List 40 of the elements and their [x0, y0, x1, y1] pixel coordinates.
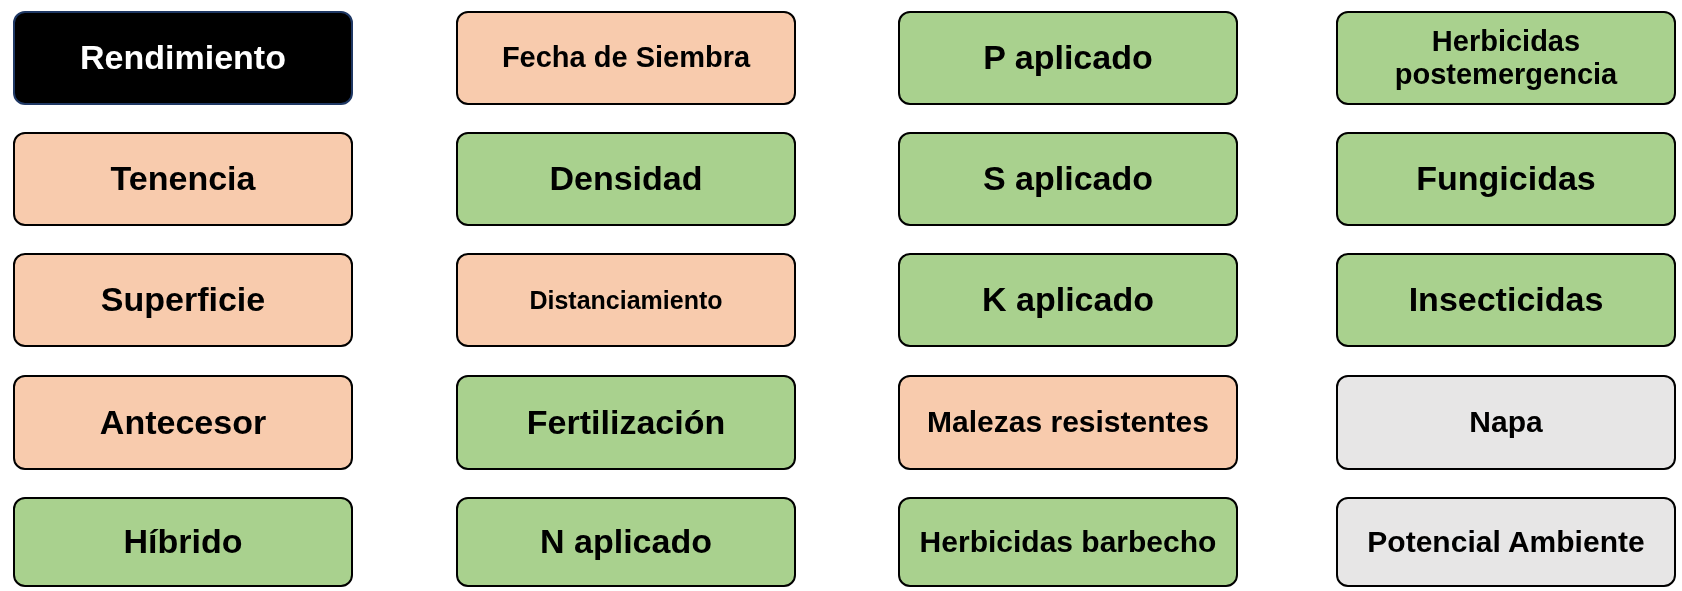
variable-box — [456, 253, 796, 347]
box-label: Fecha de Siembra — [500, 41, 752, 75]
box-label: P aplicado — [982, 38, 1154, 78]
box-label: Herbicidas barbecho — [918, 524, 1218, 560]
variable-box — [13, 253, 353, 347]
box-label: Insecticidas — [1407, 280, 1605, 320]
box-label: Napa — [1468, 405, 1544, 440]
box-label: Tenencia — [109, 159, 257, 199]
variable-box — [1336, 375, 1676, 470]
variable-box — [13, 497, 353, 587]
variable-box — [13, 11, 353, 105]
variable-box — [1336, 253, 1676, 347]
variable-box — [1336, 497, 1676, 587]
box-label: Fungicidas — [1415, 159, 1597, 199]
variable-box — [1336, 11, 1676, 105]
box-label: Fertilización — [525, 402, 727, 443]
box-label: N aplicado — [539, 522, 713, 562]
variable-box — [898, 497, 1238, 587]
variable-box — [456, 375, 796, 470]
box-label: K aplicado — [981, 280, 1155, 320]
box-label: Malezas resistentes — [926, 405, 1210, 440]
variable-box — [456, 11, 796, 105]
variable-box — [456, 132, 796, 226]
box-label: Densidad — [548, 159, 704, 199]
variable-box — [898, 253, 1238, 347]
variable-box — [898, 375, 1238, 470]
variable-box — [13, 375, 353, 470]
box-label: S aplicado — [981, 159, 1155, 199]
variable-box — [456, 497, 796, 587]
box-label: Híbrido — [122, 522, 244, 562]
box-label: Superficie — [99, 280, 267, 320]
box-label: Rendimiento — [79, 38, 287, 78]
box-label: Distanciamiento — [528, 285, 724, 315]
variable-box — [898, 11, 1238, 105]
box-label: Potencial Ambiente — [1366, 524, 1646, 560]
variable-box — [1336, 132, 1676, 226]
box-label: Antecesor — [98, 402, 268, 443]
box-label: Herbicidas postemergencia — [1393, 24, 1619, 92]
variable-box — [898, 132, 1238, 226]
variable-box — [13, 132, 353, 226]
